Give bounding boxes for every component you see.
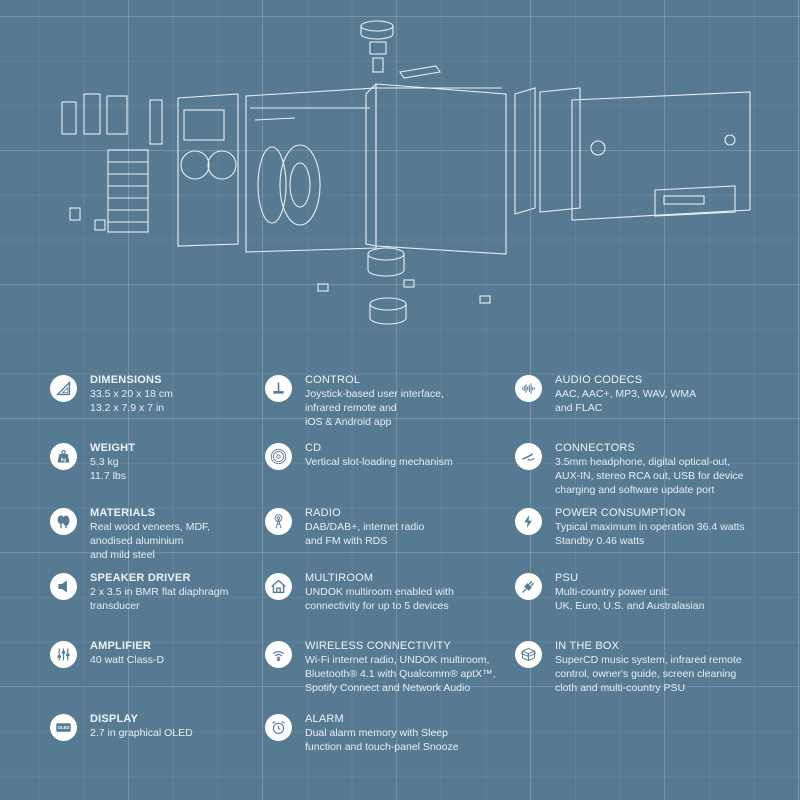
spec-title: MATERIALS <box>90 507 156 519</box>
spec-speaker-driver: SPEAKER DRIVER 2 x 3.5 in BMR flat diaph… <box>50 572 330 613</box>
spec-dimensions: DIMENSIONS 33.5 x 20 x 18 cm 13.2 x 7.9 … <box>50 374 330 415</box>
rear-panel-part <box>514 87 751 221</box>
joystick-icon <box>265 375 292 402</box>
spec-line: Multi-country power unit: <box>555 586 670 598</box>
spec-line: connectivity for up to 5 devices <box>305 600 449 612</box>
spec-line: AAC, AAC+, MP3, WAV, WMA <box>555 388 697 400</box>
spec-line: Bluetooth® 4.1 with Qualcomm® aptX™, <box>305 668 496 680</box>
top-cap-part <box>360 20 441 79</box>
spec-line: iOS & Android app <box>305 416 392 428</box>
spec-title: DIMENSIONS <box>90 374 162 386</box>
spec-multiroom: MULTIROOM UNDOK multiroom enabled with c… <box>265 572 545 613</box>
spec-line: Typical maximum in operation 36.4 watts <box>555 521 745 533</box>
spec-line: Vertical slot-loading mechanism <box>305 456 453 468</box>
jack-plug-icon <box>515 443 542 470</box>
spec-line: SuperCD music system, infrared remote <box>555 654 742 666</box>
spec-title: AUDIO CODECS <box>555 374 643 386</box>
spec-title: MULTIROOM <box>305 572 374 584</box>
spec-line: Spotify Connect and Network Audio <box>305 682 471 694</box>
spec-line: Joystick-based user interface, <box>305 388 444 400</box>
spec-title: RADIO <box>305 507 341 519</box>
spec-title: WIRELESS CONNECTIVITY <box>305 640 451 652</box>
spec-line: cloth and multi-country PSU <box>555 682 686 694</box>
spec-psu: PSU Multi-country power unit: UK, Euro, … <box>515 572 795 613</box>
spec-wireless: WIRELESS CONNECTIVITY Wi-Fi internet rad… <box>265 640 545 695</box>
spec-title: AMPLIFIER <box>90 640 152 652</box>
spec-audio-codecs: AUDIO CODECS AAC, AAC+, MP3, WAV, WMA an… <box>515 374 795 415</box>
spec-line: Standby 0.46 watts <box>555 535 645 547</box>
spec-title: IN THE BOX <box>555 640 620 652</box>
weight-kg-icon: kg <box>50 443 77 470</box>
spec-line: 5.3 kg <box>90 456 119 468</box>
base-feet-part <box>317 247 491 325</box>
spec-line: 2 x 3.5 in BMR flat diaphragm <box>90 586 229 598</box>
speaker-icon <box>50 573 77 600</box>
front-panel-part <box>177 93 239 247</box>
spec-title: POWER CONSUMPTION <box>555 507 686 519</box>
svg-text:kg: kg <box>61 457 66 462</box>
spec-title: CD <box>305 442 322 454</box>
spec-line: transducer <box>90 600 140 612</box>
spec-cd: CD Vertical slot-loading mechanism <box>265 442 545 470</box>
spec-line: and FM with RDS <box>305 535 388 547</box>
spec-line: Real wood veneers, MDF, <box>90 521 211 533</box>
spec-title: ALARM <box>305 713 344 725</box>
set-square-icon <box>50 375 77 402</box>
spec-line: 40 watt Class-D <box>90 654 165 666</box>
house-icon <box>265 573 292 600</box>
spec-line: infrared remote and <box>305 402 397 414</box>
spec-line: charging and software update port <box>555 484 715 496</box>
speaker-drivers-part <box>245 87 377 253</box>
disc-icon <box>265 443 292 470</box>
exploded-product-diagram <box>61 20 751 325</box>
oled-icon: OLED <box>50 714 77 741</box>
spec-title: PSU <box>555 572 579 584</box>
spec-alarm: ALARM Dual alarm memory with Sleep funct… <box>265 713 545 754</box>
spec-power-consumption: POWER CONSUMPTION Typical maximum in ope… <box>515 507 795 548</box>
wifi-icon <box>265 641 292 668</box>
spec-line: control, owner's guide, screen cleaning <box>555 668 737 680</box>
trees-icon <box>50 508 77 535</box>
spec-title: CONNECTORS <box>555 442 636 454</box>
lightning-icon <box>515 508 542 535</box>
spec-line: anodised aluminium <box>90 535 184 547</box>
spec-line: UNDOK multiroom enabled with <box>305 586 454 598</box>
spec-control: CONTROL Joystick-based user interface, i… <box>265 374 545 429</box>
waveform-icon <box>515 375 542 402</box>
spec-in-the-box: IN THE BOX SuperCD music system, infrare… <box>515 640 795 695</box>
spec-title: DISPLAY <box>90 713 139 725</box>
alarm-clock-icon <box>265 714 292 741</box>
spec-line: and mild steel <box>90 549 155 561</box>
spec-materials: MATERIALS Real wood veneers, MDF, anodis… <box>50 507 330 562</box>
spec-line: UK, Euro, U.S. and Australasian <box>555 600 705 612</box>
plug-icon <box>515 573 542 600</box>
spec-line: 33.5 x 20 x 18 cm <box>90 388 173 400</box>
spec-display: OLED DISPLAY 2.7 in graphical OLED <box>50 713 330 741</box>
spec-line: function and touch-panel Snooze <box>305 741 459 753</box>
spec-title: WEIGHT <box>90 442 136 454</box>
spec-line: AUX-IN, stereo RCA out, USB for device <box>555 470 744 482</box>
spec-connectors: CONNECTORS 3.5mm headphone, digital opti… <box>515 442 795 497</box>
cabinet-part <box>365 83 507 255</box>
spec-line: 3.5mm headphone, digital optical-out, <box>555 456 731 468</box>
spec-line: 2.7 in graphical OLED <box>90 727 193 739</box>
spec-radio: RADIO DAB/DAB+, internet radio and FM wi… <box>265 507 545 548</box>
spec-line: Dual alarm memory with Sleep <box>305 727 448 739</box>
left-panel-parts <box>61 93 163 233</box>
antenna-icon <box>265 508 292 535</box>
box-icon <box>515 641 542 668</box>
spec-line: 13.2 x 7.9 x 7 in <box>90 402 165 414</box>
spec-line: and FLAC <box>555 402 603 414</box>
spec-title: CONTROL <box>305 374 361 386</box>
sliders-icon <box>50 641 77 668</box>
spec-title: SPEAKER DRIVER <box>90 572 191 584</box>
spec-weight: kg WEIGHT 5.3 kg 11.7 lbs <box>50 442 330 483</box>
spec-line: 11.7 lbs <box>90 470 126 482</box>
svg-text:OLED: OLED <box>58 725 70 730</box>
spec-amplifier: AMPLIFIER 40 watt Class-D <box>50 640 330 668</box>
spec-line: Wi-Fi internet radio, UNDOK multiroom, <box>305 654 490 666</box>
spec-line: DAB/DAB+, internet radio <box>305 521 425 533</box>
